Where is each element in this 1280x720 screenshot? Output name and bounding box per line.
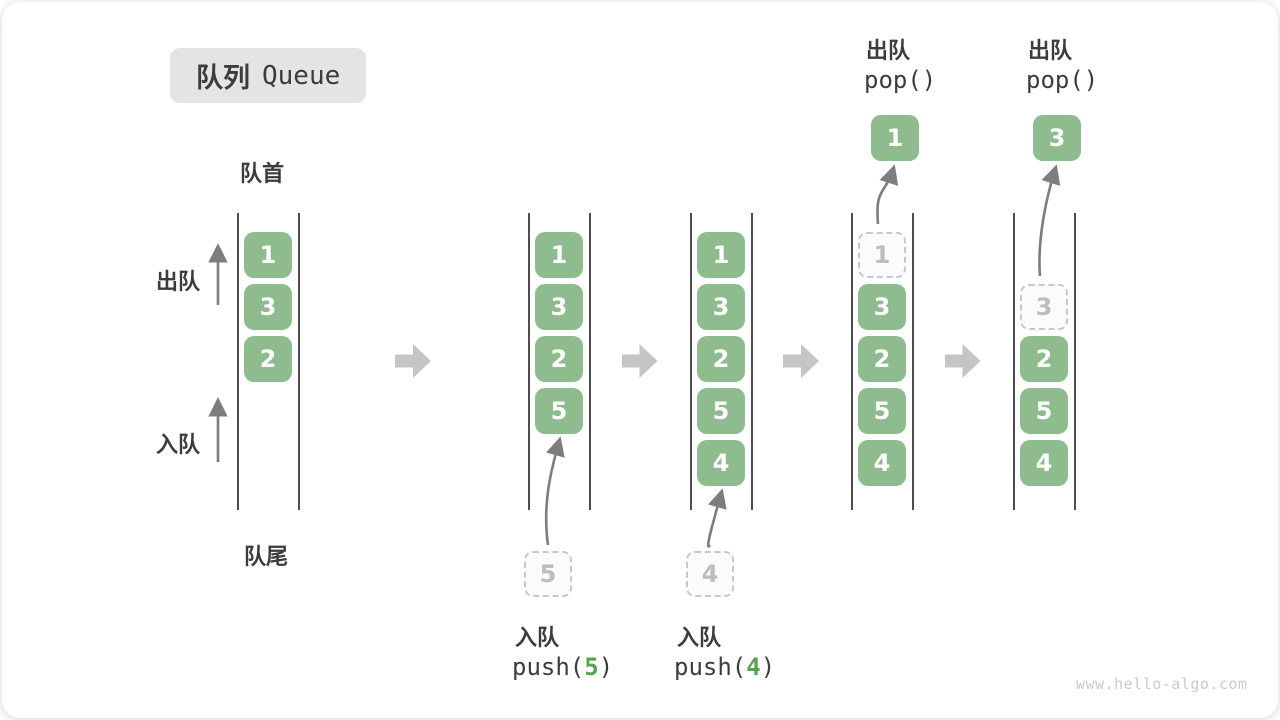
code-text: 4 — [746, 653, 761, 681]
code-text: push( — [512, 653, 585, 681]
queue-cell: 3 — [858, 284, 906, 330]
queue-cell: 5 — [535, 388, 583, 434]
dequeue-op-code: pop() — [1026, 66, 1099, 94]
queue-cell: 3 — [244, 284, 292, 330]
dequeue-op-label: 出队 — [866, 38, 911, 63]
label-dequeue-side: 出队 — [156, 269, 201, 294]
enqueue-op-label: 入队 — [515, 625, 560, 650]
queue-cell: 2 — [697, 336, 745, 382]
incoming-ghost-cell: 4 — [686, 551, 734, 597]
queue-wall — [690, 213, 692, 510]
enqueue-op-code: push(4) — [674, 653, 775, 681]
dequeue-op-label: 出队 — [1028, 38, 1073, 63]
queue-cell: 3 — [535, 284, 583, 330]
ghost-cell: 1 — [858, 232, 906, 278]
queue-cell: 5 — [858, 388, 906, 434]
queue-cell: 3 — [697, 284, 745, 330]
queue-cell: 1 — [535, 232, 583, 278]
queue-wall — [751, 213, 753, 510]
queue-wall — [1074, 213, 1076, 510]
label-enqueue-side: 入队 — [156, 432, 201, 457]
label-queue-front: 队首 — [240, 161, 285, 186]
title-en: Queue — [262, 60, 341, 91]
queue-cell: 4 — [697, 440, 745, 486]
queue-cell: 5 — [1020, 388, 1068, 434]
queue-cell: 2 — [1020, 336, 1068, 382]
watermark: www.hello-algo.com — [1076, 675, 1248, 693]
title-badge: 队列 Queue — [170, 48, 367, 103]
queue-cell: 2 — [858, 336, 906, 382]
queue-wall — [237, 213, 239, 510]
queue-wall — [912, 213, 914, 510]
incoming-ghost-cell: 5 — [524, 551, 572, 597]
label-queue-rear: 队尾 — [244, 544, 289, 569]
queue-wall — [851, 213, 853, 510]
queue-wall — [298, 213, 300, 510]
ghost-cell: 3 — [1020, 284, 1068, 330]
popped-cell: 1 — [871, 115, 919, 161]
queue-cell: 4 — [1020, 440, 1068, 486]
popped-cell: 3 — [1033, 115, 1081, 161]
code-text: 5 — [584, 653, 599, 681]
queue-wall — [1013, 213, 1015, 510]
code-text: ) — [598, 653, 614, 681]
enqueue-op-label: 入队 — [677, 625, 722, 650]
queue-cell: 4 — [858, 440, 906, 486]
queue-cell: 2 — [535, 336, 583, 382]
enqueue-op-code: push(5) — [512, 653, 613, 681]
queue-cell: 1 — [244, 232, 292, 278]
queue-wall — [589, 213, 591, 510]
code-text: push( — [674, 653, 747, 681]
queue-cell: 2 — [244, 336, 292, 382]
queue-cell: 1 — [697, 232, 745, 278]
queue-cell: 5 — [697, 388, 745, 434]
dequeue-op-code: pop() — [864, 66, 937, 94]
queue-wall — [528, 213, 530, 510]
code-text: ) — [760, 653, 776, 681]
title-zh: 队列 — [196, 63, 250, 93]
